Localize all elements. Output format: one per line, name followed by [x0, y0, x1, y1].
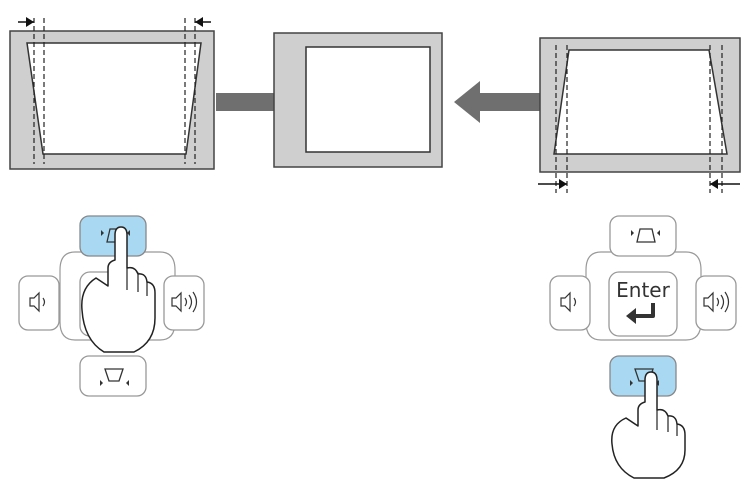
inward-arrow-icon	[710, 179, 740, 189]
pointing-hand-icon	[81, 226, 156, 353]
screen-left	[9, 17, 215, 170]
screen-center-image	[305, 46, 431, 153]
inward-arrow-icon	[538, 179, 567, 189]
enter-label: Enter	[616, 278, 670, 302]
volume-up-icon	[171, 291, 198, 313]
keystone-down-button[interactable]	[79, 355, 147, 397]
transition-arrow-left	[454, 81, 540, 123]
volume-down-button[interactable]	[549, 275, 591, 331]
inward-arrow-icon	[195, 17, 211, 27]
screen-right-image	[553, 49, 728, 155]
keystone-down-button[interactable]	[609, 355, 677, 397]
keystone-up-button[interactable]	[609, 215, 677, 257]
pointing-hand-icon	[611, 371, 686, 479]
volume-up-button[interactable]	[163, 275, 205, 331]
screen-left-image	[26, 42, 202, 155]
volume-down-button[interactable]	[18, 275, 60, 331]
inward-arrow-icon	[18, 17, 34, 27]
enter-return-icon	[626, 303, 655, 324]
volume-up-button[interactable]	[695, 275, 737, 331]
controller-right: Enter	[549, 215, 737, 479]
volume-down-icon	[560, 291, 577, 313]
keystone-up-icon	[631, 228, 660, 243]
volume-up-icon	[703, 291, 730, 313]
keystone-down-icon	[100, 368, 129, 386]
enter-button[interactable]: Enter	[608, 271, 678, 337]
keystone-up-button[interactable]	[79, 215, 147, 257]
screen-right	[538, 37, 741, 193]
volume-down-icon	[29, 291, 46, 313]
controller-left	[18, 215, 205, 397]
screen-center	[273, 32, 443, 168]
